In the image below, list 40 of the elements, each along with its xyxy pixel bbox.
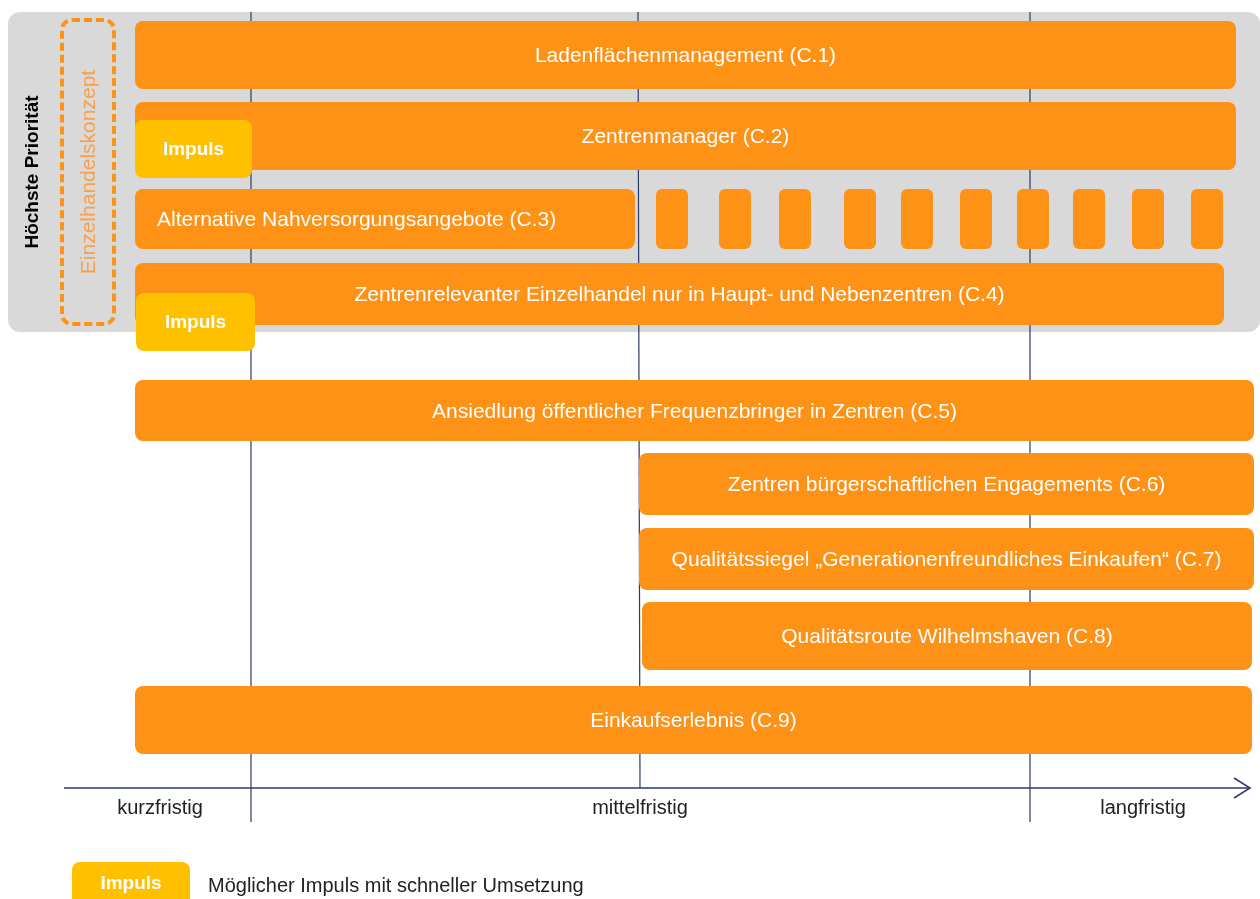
- measure-label: Qualitätssiegel „Generationenfreundliches Einkaufen“ (C.7): [671, 546, 1222, 573]
- measure-bar: [135, 21, 1236, 89]
- impulse-badge: [136, 293, 255, 351]
- dashed-bar-segment: [1073, 189, 1105, 249]
- dashed-bar-segment: [1017, 189, 1049, 249]
- dashed-bar-segment: [779, 189, 811, 249]
- badge-label: Impuls: [164, 311, 227, 333]
- dashed-group-box: [60, 18, 116, 326]
- measure-label: Ansiedlung öffentlicher Frequenzbringer in Zentren (C.5): [432, 397, 957, 424]
- badge-label: Impuls: [162, 138, 225, 160]
- group-label: Einzelhandelskonzept: [76, 69, 100, 275]
- measure-label: Qualitätsroute Wilhelmshaven (C.8): [781, 623, 1113, 650]
- measure-label: Ladenflächenmanagement (C.1): [534, 42, 837, 69]
- dashed-bar-segment: [844, 189, 876, 249]
- measure-label: Einkaufserlebnis (C.9): [590, 707, 797, 734]
- measure-bar: [135, 189, 635, 249]
- measure-bar: [639, 453, 1254, 515]
- legend-text: Möglicher Impuls mit schneller Umsetzung: [208, 874, 584, 897]
- measure-label: Alternative Nahversorgungsangebote (C.3): [157, 206, 557, 233]
- measure-bar: [135, 380, 1254, 441]
- dashed-bar-segment: [656, 189, 688, 249]
- time-label: mittelfristig: [592, 796, 688, 819]
- dashed-bar-segment: [1132, 189, 1164, 249]
- dashed-bar-segment: [901, 189, 933, 249]
- measure-bar: [639, 528, 1254, 590]
- dashed-bar-segment: [1191, 189, 1223, 249]
- time-label: langfristig: [1100, 796, 1186, 819]
- time-label: kurzfristig: [117, 796, 203, 819]
- priority-label: Höchste Priorität: [21, 95, 43, 249]
- measure-label: Zentrenmanager (C.2): [581, 123, 790, 150]
- dashed-bar-segment: [719, 189, 751, 249]
- measure-bar: [135, 686, 1252, 754]
- measure-bar: [135, 102, 1236, 170]
- measure-bar: [642, 602, 1252, 670]
- measure-label: Zentrenrelevanter Einzelhandel nur in Haupt- und Nebenzentren (C.4): [354, 281, 1005, 308]
- priority-panel: [8, 12, 1260, 332]
- impulse-badge: [135, 120, 252, 178]
- measure-label: Zentren bürgerschaftlichen Engagements (C.6): [727, 471, 1166, 498]
- legend-swatch: Impuls: [72, 862, 190, 899]
- dashed-bar-segment: [960, 189, 992, 249]
